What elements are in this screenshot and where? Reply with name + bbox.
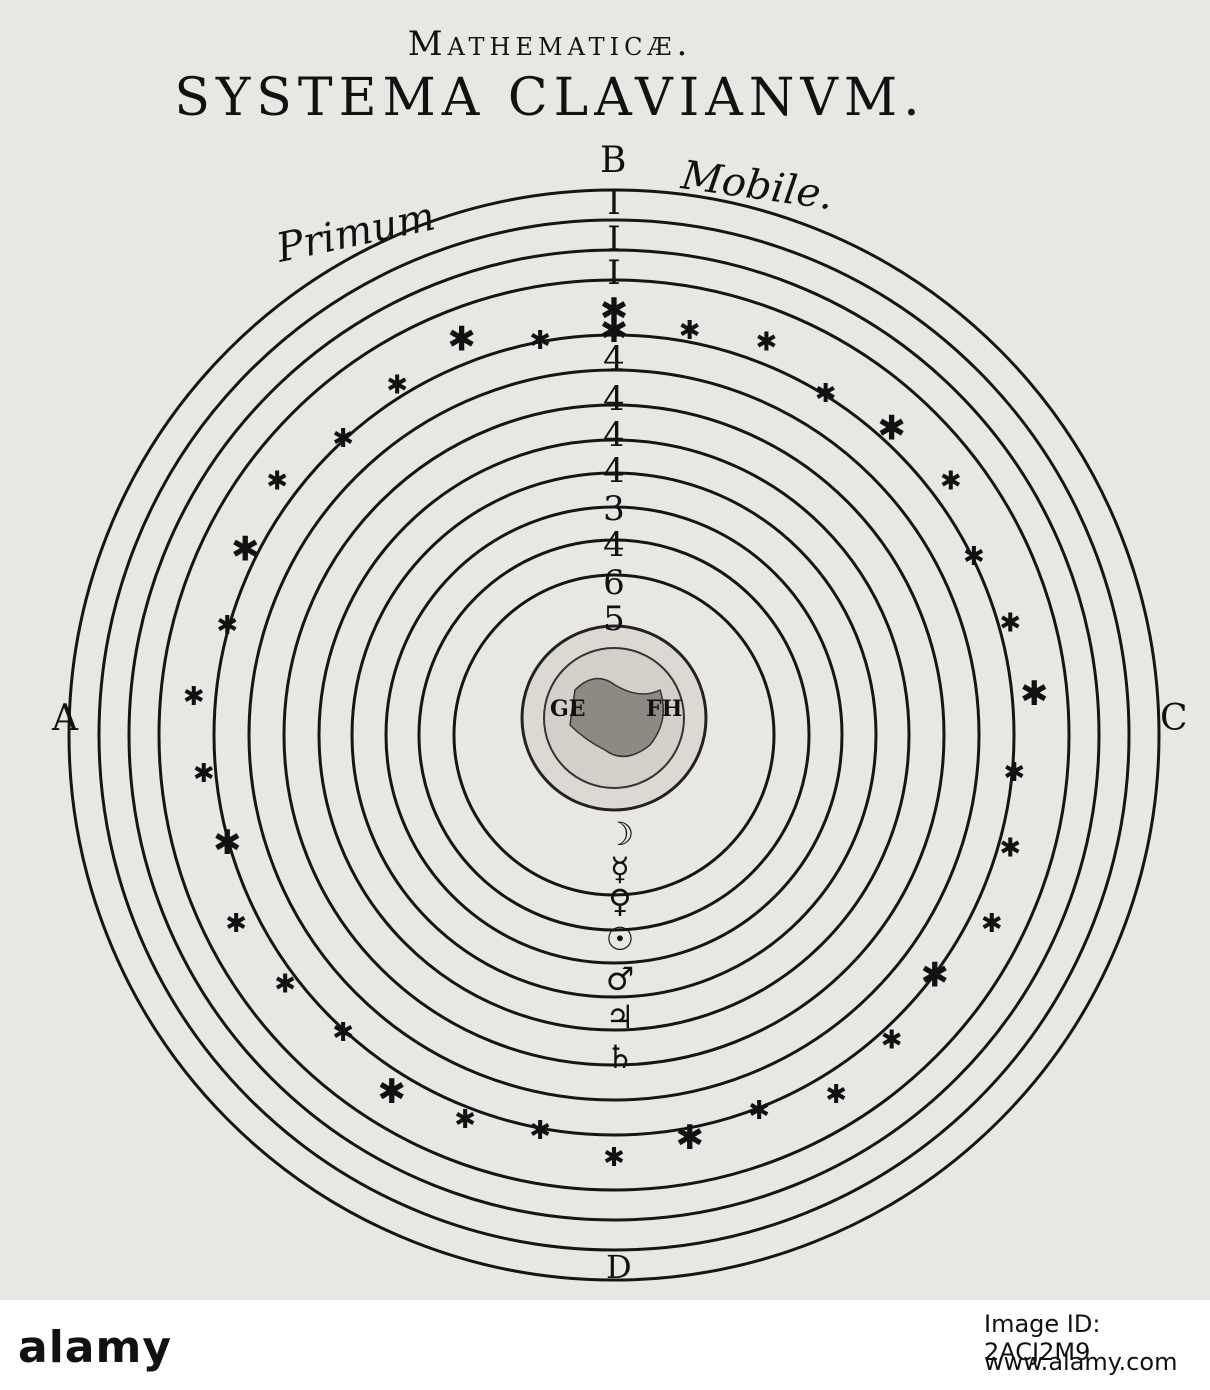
upper-sphere-mark: I	[607, 253, 620, 293]
star-mark: ✱	[216, 611, 238, 641]
star-mark: ✱	[815, 379, 837, 409]
upper-sphere-mark: 5	[603, 599, 625, 639]
star-mark: ✱	[386, 371, 408, 401]
brand-wordmark: alamy	[18, 1322, 172, 1373]
planet-symbol: ♀	[608, 882, 631, 920]
star-mark: ✱	[1003, 758, 1025, 788]
sphere-ring	[317, 438, 911, 1032]
upper-sphere-mark: 3	[603, 489, 625, 529]
star-mark: ✱	[940, 467, 962, 497]
star-mark: ✱	[529, 326, 551, 356]
page-kicker: Mathematicæ.	[407, 24, 693, 64]
compass-left-label: A	[51, 698, 79, 739]
star-mark: ✱	[1020, 674, 1049, 714]
upper-sphere-mark: I	[607, 183, 620, 223]
star-mark: ✱	[231, 529, 260, 569]
sphere-ring	[67, 188, 1161, 1282]
planet-symbol: ☉	[606, 920, 635, 958]
star-mark: ✱	[881, 1026, 903, 1056]
upper-sphere-mark: 6	[603, 563, 625, 603]
compass-top-label: B	[600, 140, 626, 181]
sphere-ring	[417, 538, 811, 932]
star-mark: ✱	[756, 328, 778, 358]
earth-left-label: GE	[550, 696, 586, 722]
planet-symbol: ☽	[606, 815, 635, 853]
engraving-plate: Mathematicæ. SYSTEMA CLAVIANVM. Primum M…	[0, 0, 1210, 1300]
star-mark: ✱	[921, 955, 950, 995]
star-mark: ✱	[600, 311, 629, 351]
sphere-ring	[157, 278, 1071, 1192]
star-mark: ✱	[193, 759, 215, 789]
star-mark: ✱	[332, 424, 354, 454]
star-mark: ✱	[748, 1096, 770, 1126]
upper-sphere-mark: ✱	[600, 291, 629, 331]
star-mark: ✱	[963, 542, 985, 572]
watermark-footer: alamy Image ID: 2ACJ2M9 www.alamy.com	[0, 1300, 1210, 1390]
star-mark: ✱	[877, 409, 906, 449]
star-mark: ✱	[225, 909, 247, 939]
sphere-ring	[97, 218, 1131, 1252]
upper-sphere-mark: 4	[603, 525, 625, 565]
compass-bottom-label: D	[606, 1248, 632, 1286]
earth-right-label: FH	[646, 696, 682, 722]
sphere-ring	[350, 471, 878, 999]
planet-symbols: ☽☿♀☉♂♃♄	[606, 815, 635, 1076]
sphere-ring	[452, 573, 776, 897]
star-mark: ✱	[999, 608, 1021, 638]
star-mark: ✱	[447, 320, 476, 360]
sphere-ring	[282, 403, 946, 1067]
planet-symbol: ♂	[606, 960, 635, 998]
star-mark: ✱	[454, 1105, 476, 1135]
star-mark: ✱	[378, 1072, 407, 1112]
upper-sphere-mark: 4	[603, 339, 625, 379]
celestial-spheres	[67, 188, 1161, 1282]
star-mark: ✱	[679, 316, 701, 346]
clavian-system-diagram: Primum Mobile. B A C D ✱✱✱✱✱✱✱✱✱✱✱✱✱✱✱✱✱…	[51, 140, 1188, 1286]
plate-header: Mathematicæ. SYSTEMA CLAVIANVM.	[140, 24, 960, 128]
star-mark: ✱	[981, 909, 1003, 939]
page-title: SYSTEMA CLAVIANVM.	[174, 68, 926, 128]
fixed-stars: ✱ ✱ ✱ ✱ ✱ ✱ ✱ ✱ ✱ ✱ ✱ ✱ ✱ ✱ ✱ ✱ ✱ ✱ ✱ ✱ ✱ ✱ ✱ ✱ ✱ ✱ ✱ ✱ ✱ ✱ ✱ ✱ ✱ ✱	[183, 311, 1049, 1173]
land-mass	[569, 677, 665, 758]
upper-sphere-mark: 4	[603, 415, 625, 455]
star-mark: ✱	[529, 1116, 551, 1146]
star-mark: ✱	[213, 823, 242, 863]
site-url: www.alamy.com	[984, 1348, 1178, 1376]
star-mark: ✱	[825, 1080, 847, 1110]
star-mark: ✱	[274, 969, 296, 999]
sphere-ring	[127, 248, 1101, 1222]
star-mark: ✱	[332, 1018, 354, 1048]
earth-globe: GE FH	[520, 624, 708, 812]
star-mark: ✱	[999, 834, 1021, 864]
compass-right-label: C	[1160, 698, 1188, 739]
planet-symbol: ☿	[610, 850, 630, 888]
upper-sphere-mark: 4	[603, 451, 625, 491]
upper-sphere-mark: I	[607, 219, 620, 259]
planet-symbol: ♃	[606, 998, 635, 1036]
upper-sphere-mark: 4	[603, 379, 625, 419]
sphere-ring	[212, 333, 1016, 1137]
star-mark: ✱	[183, 682, 205, 712]
sphere-ring	[247, 368, 981, 1102]
sphere-ring	[384, 505, 844, 965]
star-mark: ✱	[603, 1143, 625, 1173]
planet-symbol: ♄	[606, 1038, 635, 1076]
star-mark: ✱	[266, 467, 288, 497]
image-id-text: Image ID: 2ACJ2M9	[984, 1310, 1101, 1366]
star-mark: ✱	[675, 1118, 704, 1158]
